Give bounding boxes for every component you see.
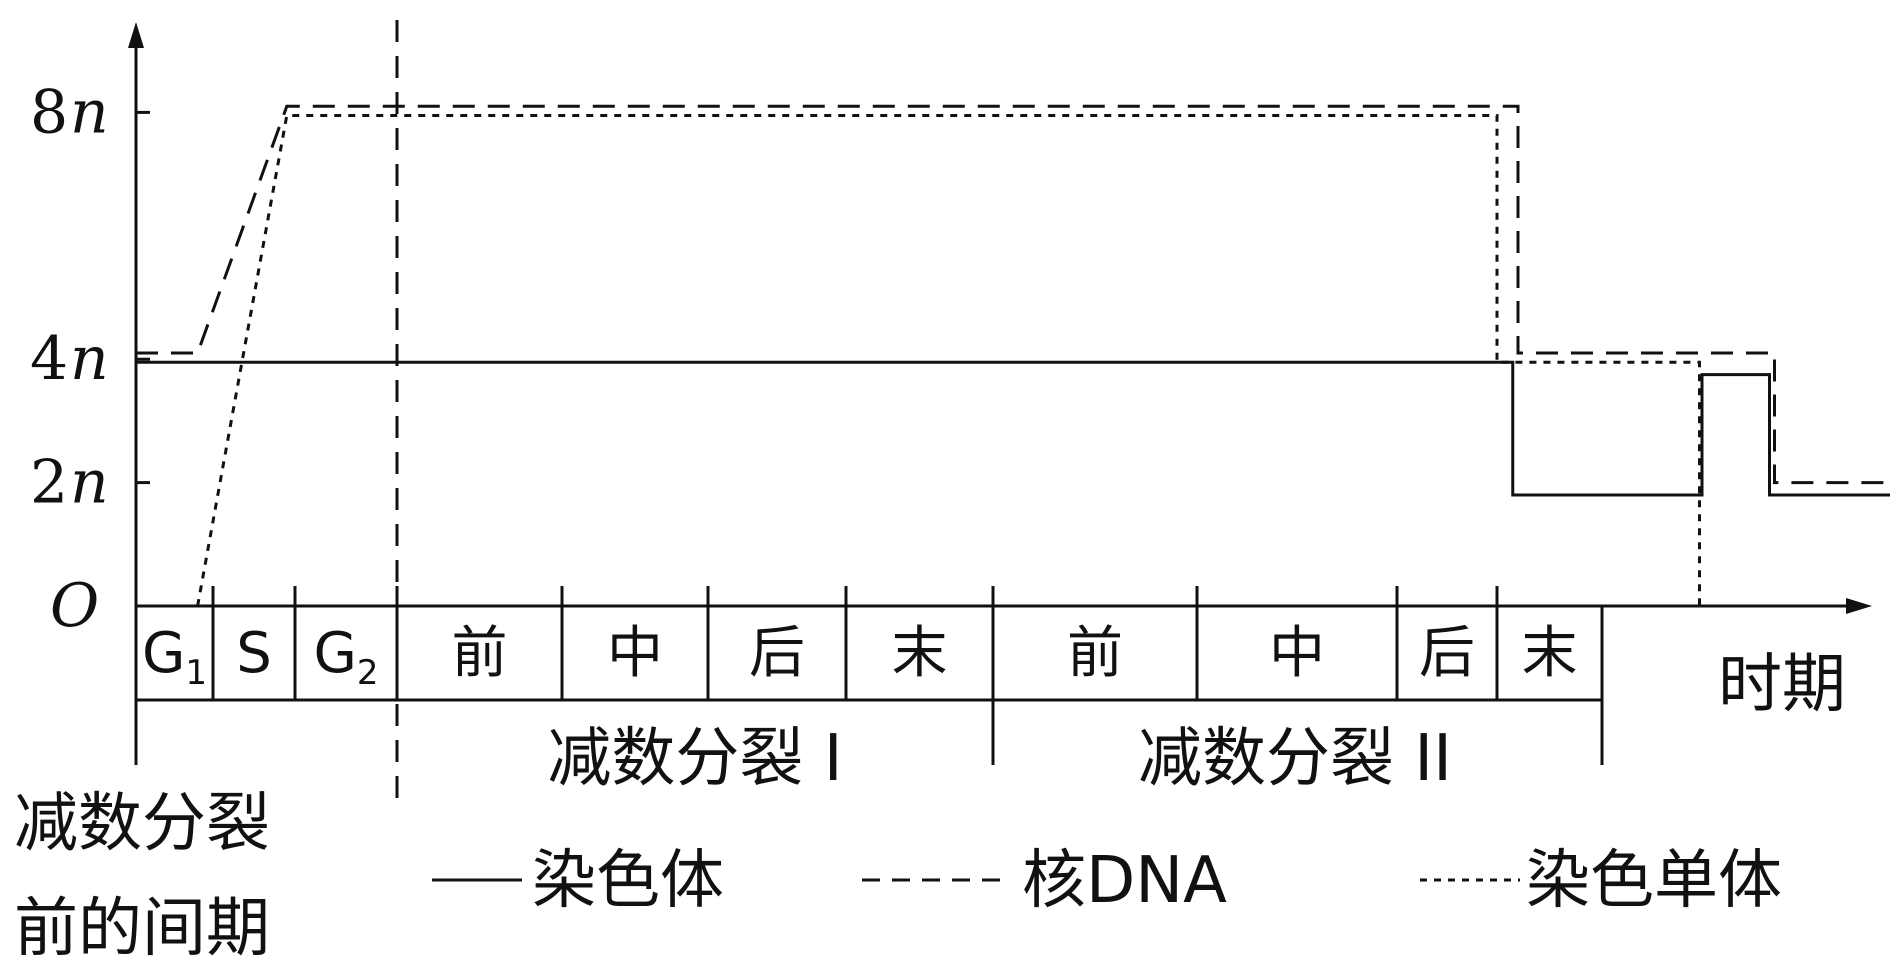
series-line-chromosome — [136, 360, 1890, 497]
x-axis-arrow — [1846, 598, 1872, 614]
stage-cell-g1: G1 — [142, 621, 207, 693]
stage-cell-m1-pro: 前 — [452, 621, 508, 686]
stage-cell-m1-telo: 末 — [892, 621, 948, 686]
series-line-chromatid — [196, 113, 1701, 607]
legend: 染色体 核DNA 染色单体 — [432, 844, 1782, 918]
y-tick-number: 2 — [30, 448, 68, 518]
meiosis2-label: 减数分裂 II — [1138, 722, 1452, 796]
y-tick-number: 4 — [30, 324, 68, 394]
y-axis-arrow — [128, 22, 144, 48]
y-tick-variable: n — [70, 324, 109, 394]
y-tick-variable: n — [70, 448, 109, 518]
series-line-dna — [136, 104, 1890, 485]
legend-label-dna: 核DNA — [1022, 844, 1227, 918]
stage-cell-m2-pro: 前 — [1067, 621, 1123, 686]
y-tick-variable: n — [70, 77, 109, 147]
interphase-label-line1: 减数分裂 — [14, 787, 270, 861]
stage-cell-m1-meta: 中 — [607, 621, 663, 686]
stage-cell-m1-ana: 后 — [749, 621, 805, 686]
interphase-label-line2: 前的间期 — [14, 892, 270, 966]
stage-cell-s: S — [236, 621, 272, 686]
meiosis1-label: 减数分裂 I — [547, 722, 842, 796]
legend-label-chromosome: 染色体 — [532, 844, 724, 918]
origin-label: O — [50, 571, 99, 641]
axes — [128, 22, 1872, 762]
legend-label-chromatid: 染色单体 — [1526, 844, 1782, 918]
stage-cell-m2-telo: 末 — [1522, 621, 1578, 686]
phase-labels: 减数分裂 I 减数分裂 II 减数分裂 前的间期 — [14, 722, 1452, 966]
stage-table-border — [134, 604, 1604, 702]
stage-cell-m2-ana: 后 — [1419, 621, 1475, 686]
series-lines — [136, 104, 1890, 607]
y-tick-number: 8 — [30, 77, 68, 147]
stage-cell-m2-meta: 中 — [1269, 621, 1325, 686]
stage-cell-g2: G2 — [313, 621, 378, 693]
x-axis-label: 时期 — [1718, 648, 1846, 722]
